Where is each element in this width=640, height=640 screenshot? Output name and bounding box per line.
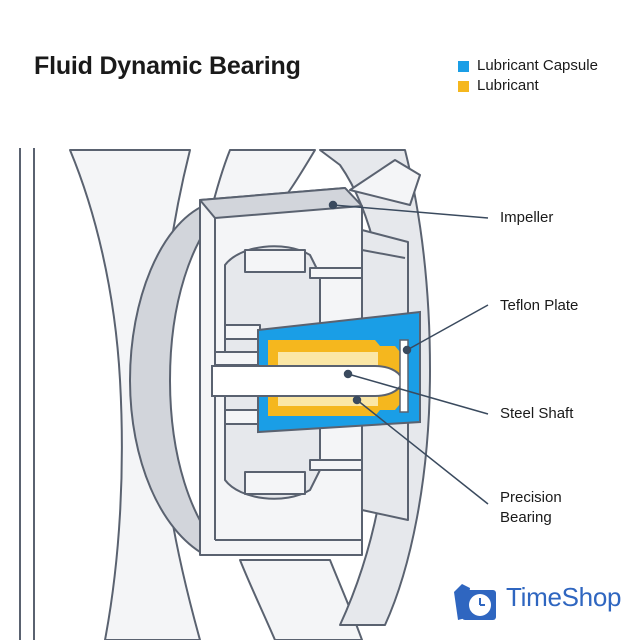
label-impeller: Impeller <box>500 209 554 226</box>
legend-item-lubricant-capsule: Lubricant Capsule <box>458 56 598 76</box>
legend-item-lubricant: Lubricant <box>458 76 598 96</box>
legend-swatch-lubricant <box>458 80 469 92</box>
clock-cart-icon <box>454 584 496 620</box>
label-teflon-plate: Teflon Plate <box>500 297 579 314</box>
leader-teflon-plate <box>402 304 489 355</box>
leader-impeller <box>328 200 489 219</box>
legend-label-lubricant-capsule: Lubricant Capsule <box>477 57 598 74</box>
legend-label-lubricant: Lubricant <box>477 77 539 94</box>
label-precision-bearing-line1: Precision <box>500 489 562 506</box>
blade-tip <box>349 159 421 206</box>
leader-precision-bearing <box>352 395 489 505</box>
watermark-text: TimeShop <box>506 582 622 612</box>
label-precision-bearing: Precision Bearing <box>500 488 562 528</box>
teflon-plate <box>399 339 409 413</box>
fan-frame-edge <box>19 148 35 640</box>
watermark: TimeShop <box>500 582 621 613</box>
legend: Lubricant Capsule Lubricant <box>458 56 598 96</box>
bearing-sleeve-top <box>278 352 378 366</box>
label-steel-shaft: Steel Shaft <box>500 405 574 422</box>
legend-swatch-lubricant-capsule <box>458 60 469 72</box>
diagram-title: Fluid Dynamic Bearing <box>34 52 301 80</box>
leader-steel-shaft <box>343 369 489 415</box>
label-precision-bearing-line2: Bearing <box>500 509 552 526</box>
